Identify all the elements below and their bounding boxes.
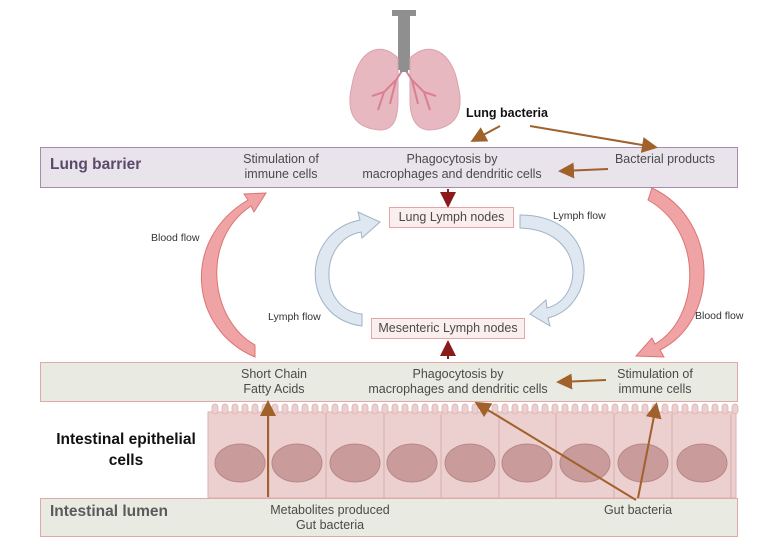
gut-phagocytosis-text: Phagocytosis by macrophages and dendriti… (368, 367, 548, 396)
villus (211, 403, 219, 415)
villus (281, 403, 289, 415)
villus (731, 403, 739, 415)
villus (221, 403, 229, 415)
gut-stimulation-text: Stimulation of immune cells (617, 367, 693, 396)
villus (721, 403, 729, 415)
villus (451, 403, 459, 415)
villus (541, 403, 549, 415)
villus (611, 403, 619, 415)
villus (311, 403, 319, 415)
mesenteric-lymph-nodes-box: Mesenteric Lymph nodes (371, 318, 525, 339)
metabolites-text: Metabolites produced Gut bacteria (270, 503, 390, 532)
bacterial-products-text: Bacterial products (614, 152, 716, 166)
villus (591, 403, 599, 415)
villus (251, 403, 259, 415)
blood-flow-label-left: Blood flow (151, 232, 200, 244)
villus (321, 403, 329, 415)
villus (361, 403, 369, 415)
cell-nucleus (501, 443, 553, 483)
lung-bacteria-arrow-right (529, 125, 658, 153)
lung-barrier-band (40, 147, 738, 188)
villus (561, 403, 569, 415)
villus (371, 403, 379, 415)
villus (421, 403, 429, 415)
villus (461, 403, 469, 415)
cell-nucleus (676, 443, 728, 483)
bacterial-products-arrow (558, 162, 609, 179)
villus (391, 403, 399, 415)
villus (351, 403, 359, 415)
villus (711, 403, 719, 415)
villus (671, 403, 679, 415)
villus (441, 403, 449, 415)
blood-flow-label-right: Blood flow (695, 310, 744, 322)
villus (501, 403, 509, 415)
cell-nucleus (214, 443, 266, 483)
intestinal-epithelial-title: Intestinal epithelial cells (56, 431, 196, 469)
cell-nucleus (271, 443, 323, 483)
villus (401, 403, 409, 415)
villus (431, 403, 439, 415)
villus (701, 403, 709, 415)
blood-flow-arrow-right (634, 187, 705, 358)
villus (681, 403, 689, 415)
cell-nucleus (386, 443, 438, 483)
lymph-flow-arrow-left (314, 211, 381, 327)
gut-bacteria-to-immune-arrow (637, 402, 662, 499)
villus (511, 403, 519, 415)
villus (381, 403, 389, 415)
immune-stimulation-arrow (556, 373, 607, 390)
villus (411, 403, 419, 415)
villus (341, 403, 349, 415)
gut-barrier-band (40, 362, 738, 402)
lymph-flow-label-left: Lymph flow (268, 311, 321, 323)
villus (301, 403, 309, 415)
villus (661, 403, 669, 415)
cell-nucleus (444, 443, 496, 483)
villus (521, 403, 529, 415)
lung-bacteria-arrow-left (470, 125, 501, 142)
lymph-flow-arrow-right (519, 214, 585, 328)
villus (551, 403, 559, 415)
intestinal-lumen-title: Intestinal lumen (50, 503, 168, 520)
lung-lymph-nodes-box: Lung Lymph nodes (389, 207, 514, 228)
cell-nucleus (329, 443, 381, 483)
gut-bacteria-to-phago-arrow (474, 401, 637, 501)
villus (621, 403, 629, 415)
scfa-text: Short Chain Fatty Acids (240, 367, 307, 396)
villus (331, 403, 339, 415)
villus (581, 403, 589, 415)
villus (571, 403, 579, 415)
cell-nucleus (559, 443, 611, 483)
lung-phagocytosis-text: Phagocytosis by macrophages and dendriti… (362, 152, 542, 181)
villus (291, 403, 299, 415)
villus (241, 403, 249, 415)
cell-nucleus (617, 443, 669, 483)
villus (531, 403, 539, 415)
blood-flow-arrow-left (201, 192, 267, 358)
lymph-flow-label-right: Lymph flow (553, 210, 606, 222)
gut-bacteria-text: Gut bacteria (603, 503, 673, 517)
villus (691, 403, 699, 415)
villus (231, 403, 239, 415)
villus (631, 403, 639, 415)
intestinal-lumen-band (40, 498, 738, 537)
lung-barrier-title: Lung barrier (50, 156, 142, 173)
lung-bacteria-label: Lung bacteria (466, 106, 548, 120)
villus (601, 403, 609, 415)
lung-stimulation-text: Stimulation of immune cells (243, 152, 319, 181)
